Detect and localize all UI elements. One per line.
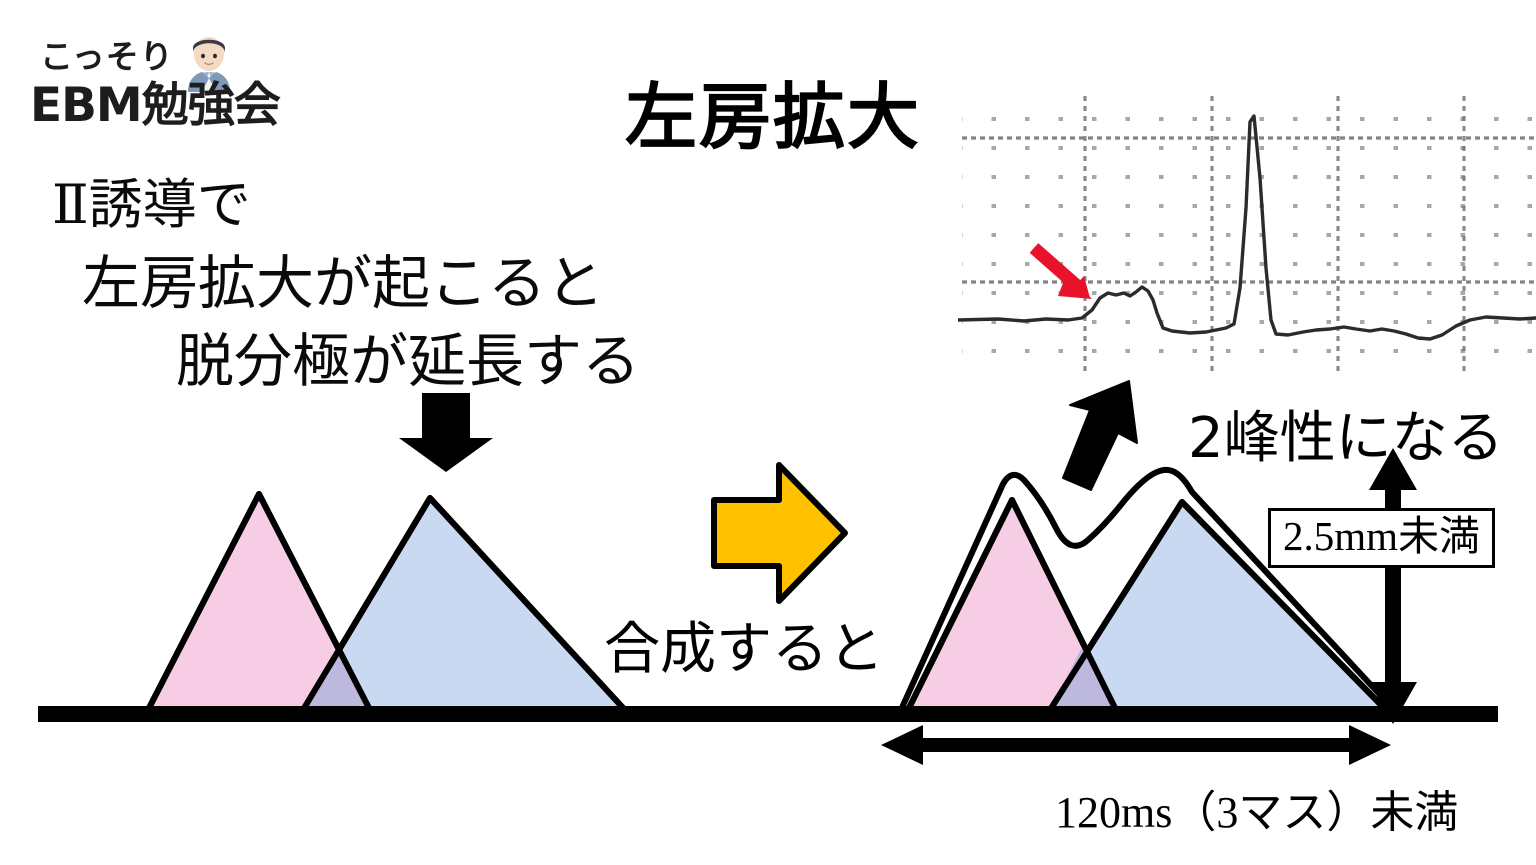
explanation-line-2: 左房拡大が起こると: [82, 249, 605, 317]
combine-label: 合成すると: [604, 617, 884, 682]
left-wave-group: [145, 491, 628, 713]
person-avatar-icon: [188, 37, 230, 92]
right-pink-outline: [905, 497, 1119, 712]
explanation-line-3: 脱分極が延長する: [176, 327, 641, 395]
duration-double-arrow-icon: [881, 725, 1391, 765]
bimodal-label: 2峰性になる: [1188, 406, 1504, 471]
amplitude-box: 2.5mm未満: [1268, 508, 1496, 569]
brand-logo: こっそり EBM勉強会: [22, 28, 322, 138]
logo-sub-text: こっそり: [40, 37, 174, 76]
red-arrow-icon: [1029, 243, 1092, 299]
amplitude-double-arrow-icon: [1369, 448, 1417, 724]
left-blue-outline: [300, 495, 628, 713]
explanation-line-1: Ⅱ誘導で: [52, 160, 251, 239]
right-blue-outline: [1047, 499, 1389, 713]
baseline: [38, 706, 1498, 722]
explanation-line-1-rest: 誘導で: [88, 173, 251, 236]
left-overlap-wedge: [303, 647, 370, 710]
right-wave-group: [897, 466, 1399, 715]
lead-numeral: Ⅱ: [52, 175, 89, 235]
page-title: 左房拡大: [625, 75, 922, 159]
right-overlap-wedge: [1050, 645, 1116, 710]
bifid-envelope: [897, 466, 1399, 715]
gold-right-arrow-icon: [711, 462, 848, 604]
ecg-trace: [958, 114, 1536, 341]
ecg-svg: [958, 88, 1536, 373]
ecg-major-gridlines: [962, 136, 1536, 284]
down-arrow-icon: [399, 393, 493, 472]
tilted-up-arrow-icon: [1062, 380, 1138, 491]
logo-main-text: EBM勉強会: [30, 78, 281, 133]
ecg-strip: [958, 88, 1536, 373]
left-pink-outline: [145, 491, 373, 712]
duration-caption: 120ms（3マス）未満: [1055, 788, 1459, 837]
